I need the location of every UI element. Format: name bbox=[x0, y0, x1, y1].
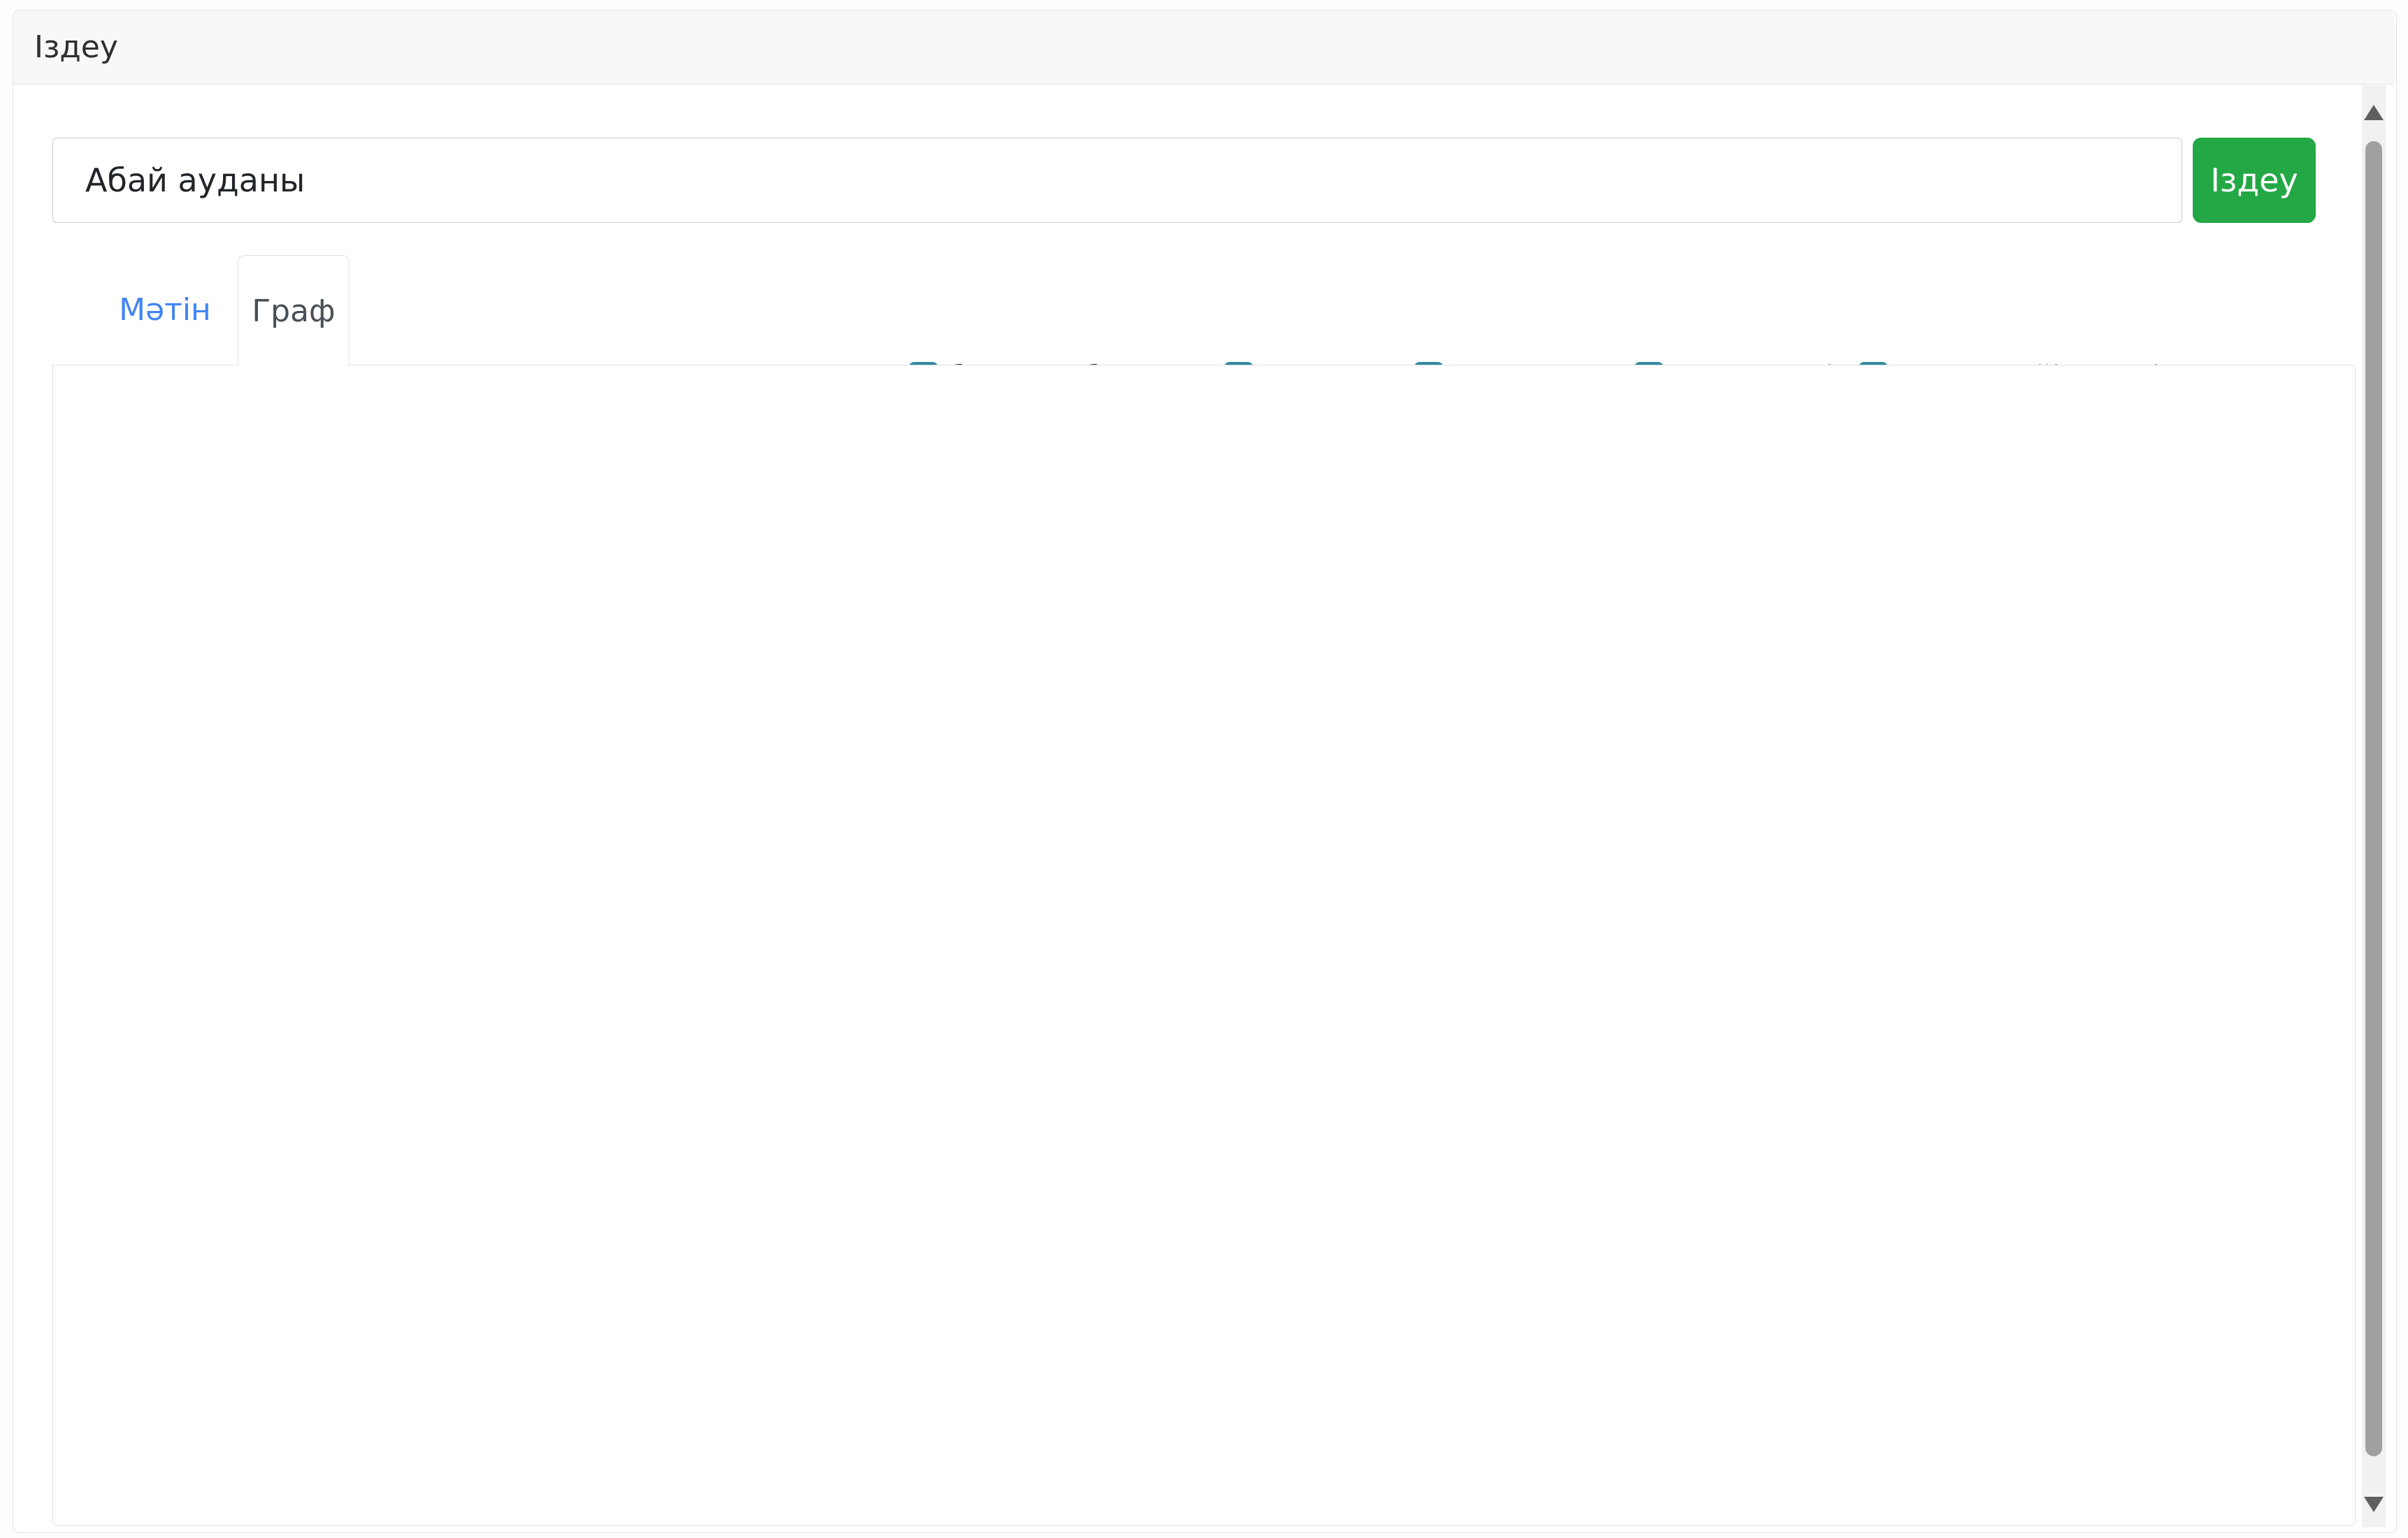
search-input[interactable] bbox=[52, 138, 2182, 223]
card-header: Іздеу bbox=[13, 10, 2395, 85]
graph-tab-panel bbox=[52, 365, 2356, 1526]
tab-graph[interactable]: Граф bbox=[238, 255, 349, 366]
tab-text[interactable]: Мәтін bbox=[119, 291, 211, 328]
scroll-up-arrow-icon[interactable] bbox=[2364, 105, 2384, 120]
search-button[interactable]: Іздеу bbox=[2193, 138, 2316, 223]
scrollbar-thumb[interactable] bbox=[2365, 141, 2382, 1456]
page-title: Іздеу bbox=[34, 29, 118, 65]
scroll-down-arrow-icon[interactable] bbox=[2364, 1497, 2384, 1512]
